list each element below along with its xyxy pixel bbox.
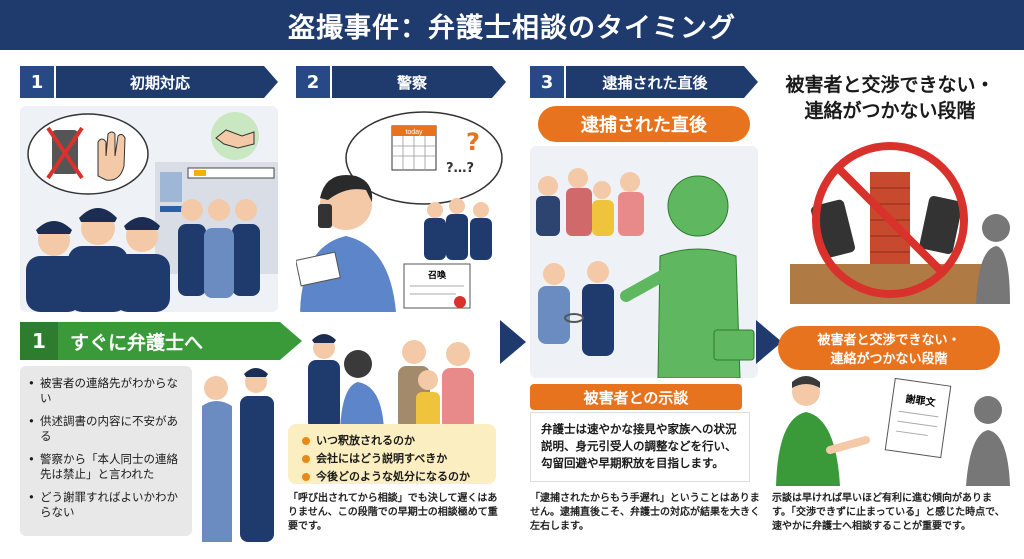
svg-text:謝罪文: 謝罪文 [905,392,938,409]
question-item: 会社にはどう説明すべきか [300,450,484,468]
arrest-pill: 逮捕された直後 [538,106,750,142]
svg-text:?…?: ?…? [446,161,474,176]
briefcase-icon [713,329,755,361]
lawyer-apology-letter-scene: 謝罪文 [776,376,1010,486]
prohibited-icon [812,142,968,298]
phone-icon [318,204,332,228]
right-header: 被害者と交渉できない・ 連絡がつかない段階 [785,74,995,122]
question-item: いつ釈放されるのか [300,432,484,450]
concerns-list: 被害者の連絡先がわからない 供述調書の内容に不安がある 警察から「本人同士の連絡… [20,366,192,536]
page-title: 盗撮事件：弁護士相談のタイミング [288,12,736,44]
stop-hand-icon [97,131,126,181]
no-contact-scene [790,142,1010,304]
family-worry-scene [308,334,474,430]
consult-lawyer-banner: 1 すぐに弁護士へ [20,322,302,360]
step-number: 3 [530,66,566,98]
arrest-scene [530,146,758,379]
arrest-caption: 「逮捕されたからもう手遅れ」ということはありません。逮捕直後こそ、弁護士の対応が… [530,493,760,532]
step-number: 2 [296,66,332,98]
arrest-stage-panel: 逮捕された直後 [530,106,758,379]
arrest-explanation: 弁護士は速やかな接見や家族への状況説明、身元引受人の調整などを行い、勾留回避や早… [530,412,750,482]
no-contact-illustration [770,132,1010,310]
title-bar: 盗撮事件：弁護士相談のタイミング [0,0,1024,50]
step-label: 警察 [396,73,427,92]
initial-response-illustration [20,106,278,312]
svg-text:?: ? [466,128,480,156]
handcuffs-icon [564,313,584,323]
police-caption: 「呼び出されてから相談」でも決して遅くはありません、この段階での早期士の相談極め… [288,493,498,532]
svg-text:today: today [405,129,423,136]
flow-arrow [500,320,526,364]
step-label: 逮捕された直後 [602,73,708,92]
handshake-icon [215,129,255,149]
flow-arrow [756,320,782,364]
settlement-tag: 被害者との示談 [530,384,742,410]
step-header-2: 2 警察 [296,66,506,98]
family-questions-box: いつ釈放されるのか 会社にはどう説明すべきか 今後どのような処分になるのか [288,424,496,484]
concern-item: 被害者の連絡先がわからない [28,376,184,406]
question-item: 今後どのような処分になるのか [300,468,484,486]
concern-item: 供述調書の内容に不安がある [28,414,184,444]
no-contact-caption: 示談は早ければ早いほど有利に進む傾向があります。「交渉できずに止まっている」と感… [772,493,1005,532]
apology-scene [202,368,274,542]
step-header-3: 3 逮捕された直後 [530,66,758,98]
concern-item: 警察から「本人同士の連絡先は禁止」と言われた [28,452,184,482]
apology-letter-icon [884,377,952,459]
no-contact-pill: 被害者と交渉できない・ 連絡がつかない段階 [778,326,1000,370]
police-stage-scene: today ? ?…? 召喚 [296,111,503,312]
step-number: 1 [20,66,56,98]
initial-response-scene [26,112,278,312]
svg-text:召喚: 召喚 [428,269,447,281]
police-stage-illustration: today ? ?…? 召喚 [296,106,506,312]
step-header-1: 1 初期対応 [20,66,278,98]
concern-item: どう謝罪すればよいかわからない [28,490,184,520]
phone-icon-right [919,195,963,255]
step-label: 初期対応 [129,73,190,92]
